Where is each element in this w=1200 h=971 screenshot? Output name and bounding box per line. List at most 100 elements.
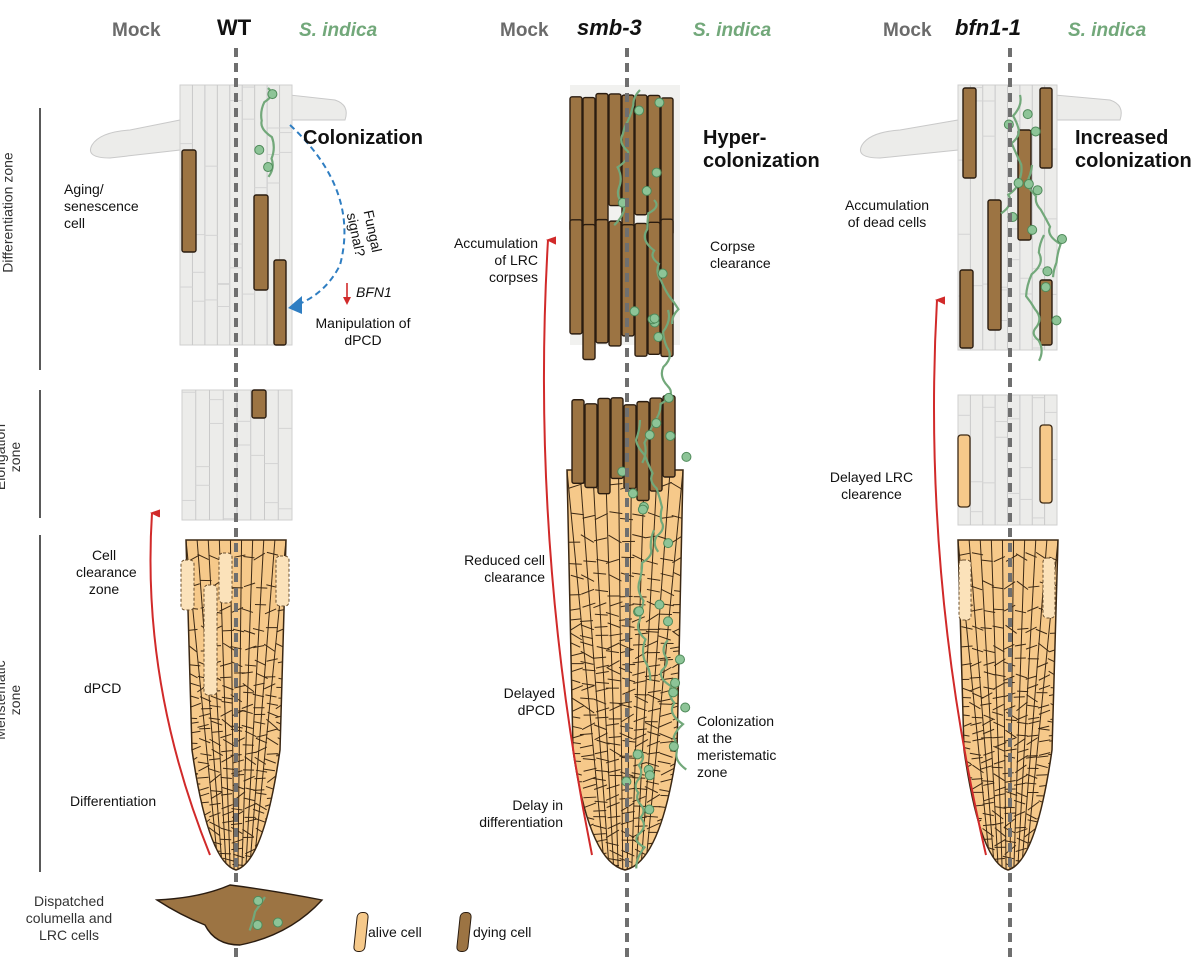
cell-wall xyxy=(579,635,593,640)
cell-wall xyxy=(267,851,279,854)
fungal-hypha xyxy=(643,199,680,325)
cell-wall xyxy=(267,865,279,869)
cell-wall xyxy=(634,695,649,703)
cell-wall xyxy=(605,650,619,654)
cell-wall xyxy=(640,470,671,870)
cell-wall xyxy=(580,641,594,647)
cell-wall xyxy=(252,627,265,632)
cell-wall xyxy=(645,780,659,785)
cell-wall xyxy=(1028,720,1040,725)
dying-cell xyxy=(595,92,609,226)
cell-wall xyxy=(208,554,221,561)
cell-wall xyxy=(208,768,220,773)
cell-wall xyxy=(979,540,999,870)
cell-wall xyxy=(596,707,610,713)
cell-wall xyxy=(659,741,673,744)
cell-wall xyxy=(620,819,634,825)
cell-wall xyxy=(256,672,268,680)
cell-wall xyxy=(644,722,659,729)
cell-wall xyxy=(1048,791,1058,797)
cell-wall xyxy=(993,608,1005,611)
cell-wall xyxy=(220,868,232,870)
fungal-spore xyxy=(654,97,665,108)
cell-wall xyxy=(970,868,983,870)
cell-wall xyxy=(658,628,672,631)
cell-wall xyxy=(276,754,286,757)
cell-wall xyxy=(670,481,683,491)
cell-wall xyxy=(618,701,632,705)
cell-wall xyxy=(222,857,235,862)
cell-wall xyxy=(647,577,661,581)
cell-wall xyxy=(634,694,648,696)
cell-wall xyxy=(994,742,1007,748)
cell-wall xyxy=(608,736,622,739)
cell-wall xyxy=(983,649,995,653)
header-indica-smb3: S. indica xyxy=(693,20,772,41)
cell-wall xyxy=(581,685,595,691)
cell-wall xyxy=(994,786,1007,792)
dpcd-label: dPCD xyxy=(84,680,122,696)
cell-wall xyxy=(1024,827,1037,838)
fungal-spore xyxy=(1013,178,1024,189)
dying-cell xyxy=(634,94,648,216)
cell-wall xyxy=(634,650,649,660)
cell-wall xyxy=(994,827,1007,838)
cell-wall xyxy=(608,858,622,862)
cell-wall xyxy=(1048,805,1058,809)
fungal-spore xyxy=(663,616,674,627)
cell-wall xyxy=(972,764,984,774)
fungal-spore xyxy=(1027,224,1038,235)
cell-wall xyxy=(198,764,210,772)
cell-wall xyxy=(606,784,620,790)
cell-wall xyxy=(243,691,255,694)
cell-wall xyxy=(1016,580,1029,590)
cell-wall xyxy=(582,758,596,761)
cell-wall xyxy=(647,664,661,668)
cell-wall xyxy=(199,727,211,730)
cell-wall xyxy=(186,742,198,744)
cell-wall xyxy=(1049,789,1058,792)
cell-wall xyxy=(189,664,201,667)
differentiation-label: Differentiation xyxy=(70,793,157,809)
fungal-spore xyxy=(663,538,674,549)
cell-wall xyxy=(658,721,673,728)
cell-wall xyxy=(644,560,658,565)
cell-wall xyxy=(993,556,1006,563)
cell-wall xyxy=(582,602,596,608)
fungal-spore xyxy=(634,105,645,116)
cell-wall xyxy=(1002,643,1015,651)
cell-wall xyxy=(971,625,984,631)
fungal-spore xyxy=(649,313,660,324)
dying-cell xyxy=(584,403,598,489)
cell-wall xyxy=(1038,728,1050,731)
cell-wall xyxy=(211,730,223,733)
cell-wall xyxy=(593,810,607,812)
cell-wall xyxy=(1015,774,1028,782)
cell-wall xyxy=(1028,716,1040,720)
cell-wall xyxy=(277,811,286,816)
cell-wall xyxy=(221,696,234,700)
cell-wall xyxy=(569,811,584,821)
cell-wall xyxy=(983,661,995,666)
cell-wall xyxy=(971,608,983,612)
header-wt: WT xyxy=(217,15,252,40)
cell-wall xyxy=(1014,782,1026,786)
fungal-spore xyxy=(644,770,655,781)
cell-wall xyxy=(233,853,245,859)
cell-wall xyxy=(993,759,1006,765)
cell-wall xyxy=(970,661,982,668)
cell-wall xyxy=(583,560,597,563)
cell-wall xyxy=(646,751,660,755)
cell-wall xyxy=(618,866,632,870)
cell-wall xyxy=(670,848,683,852)
cell-wall xyxy=(659,752,673,758)
cell-wall xyxy=(621,810,635,815)
cell-wall xyxy=(1048,777,1058,780)
cell-wall xyxy=(245,871,256,873)
cell-wall xyxy=(232,628,245,633)
cell-wall xyxy=(1003,581,1016,590)
cell-wall xyxy=(275,844,286,855)
cell-wall xyxy=(266,842,278,846)
